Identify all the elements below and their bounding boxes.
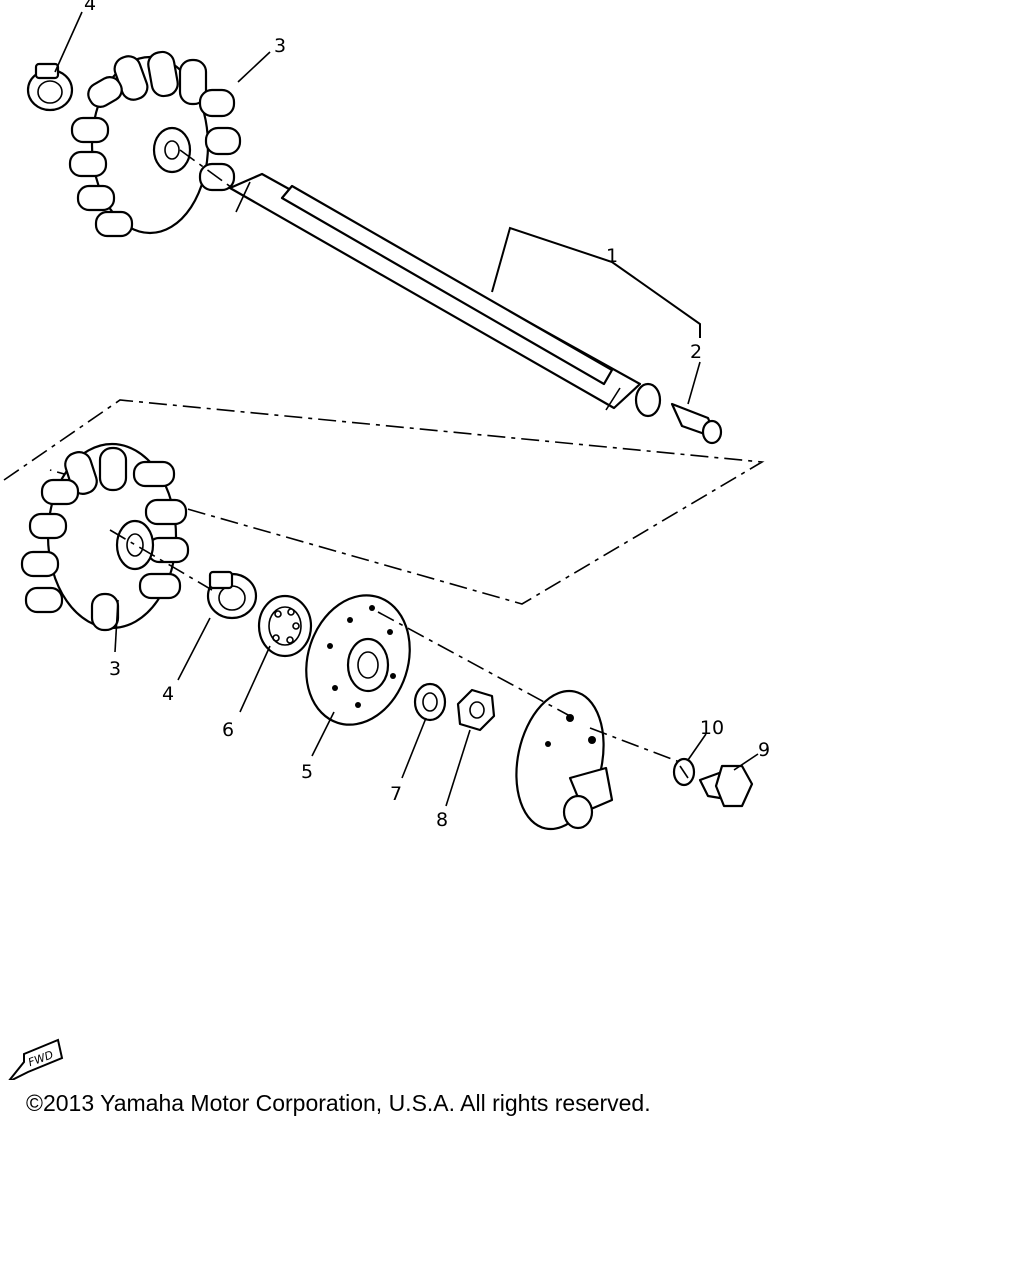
copyright-text: ©2013 Yamaha Motor Corporation, U.S.A. A…: [26, 1090, 651, 1116]
washer: [413, 682, 447, 722]
housing-plate: [515, 689, 614, 831]
callout-10: 10: [700, 717, 724, 739]
callout-7: 7: [390, 783, 402, 805]
fwd-arrow-icon: FWD: [8, 1038, 64, 1080]
leader-lines: [54, 11, 759, 807]
axis-line-b: [377, 611, 571, 717]
callout-2: 2: [690, 341, 702, 363]
assembly-outline: [3, 399, 765, 605]
pin: [670, 402, 723, 445]
axis-line-a: [109, 529, 213, 591]
clamp-bottom: [206, 570, 258, 620]
callout-4-top: 4: [84, 0, 96, 15]
flange-plate: [305, 594, 411, 726]
callout-5: 5: [301, 761, 313, 783]
nut: [456, 688, 496, 732]
callout-9: 9: [758, 739, 770, 761]
axis-line-c: [589, 727, 691, 767]
clamp-top: [26, 62, 74, 112]
callout-3-top: 3: [274, 35, 286, 57]
exploded-parts-diagram: 1 2 3 4 3 4 6 5 7 8 10 9 FWD: [3, 0, 770, 1080]
sprocket-bottom: [20, 442, 190, 632]
sprocket-top: [68, 50, 242, 238]
drive-shaft: [179, 149, 662, 418]
bolt: [698, 764, 754, 808]
lock-washer: [672, 757, 696, 787]
bracket-1: [491, 226, 701, 338]
callout-6: 6: [222, 719, 234, 741]
callout-4-bottom: 4: [162, 683, 174, 705]
bearing: [257, 594, 313, 658]
callout-8: 8: [436, 809, 448, 831]
callout-3-bottom: 3: [109, 658, 121, 680]
callout-1: 1: [606, 245, 618, 267]
